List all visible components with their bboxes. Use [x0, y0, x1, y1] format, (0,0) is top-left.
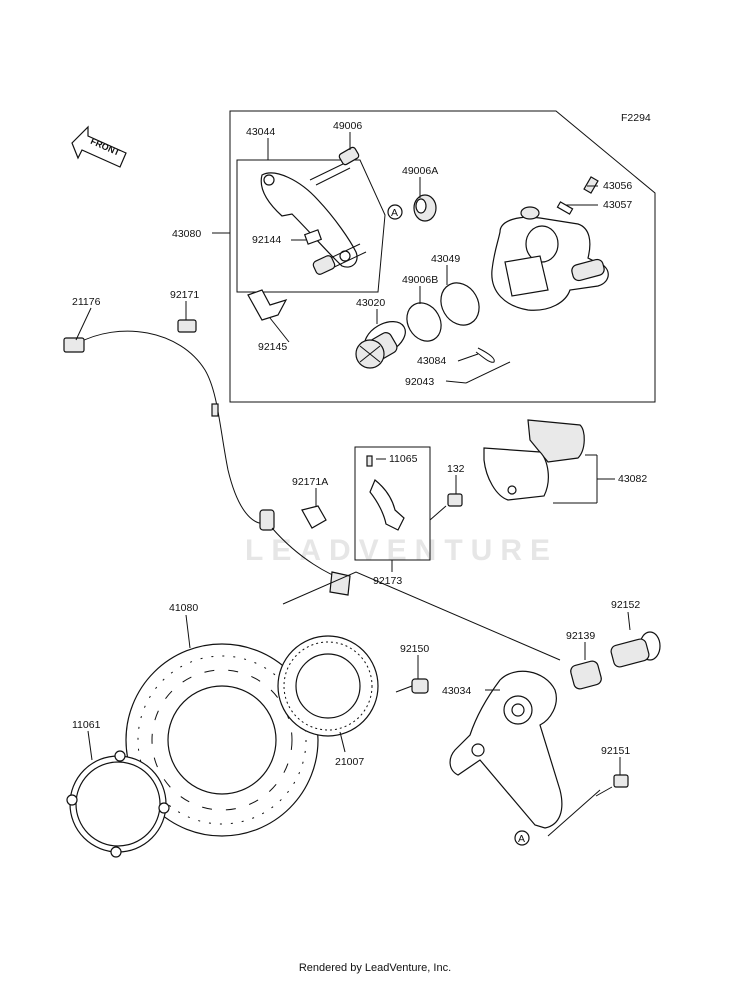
caliper-body	[491, 206, 609, 311]
bolt-132	[429, 493, 463, 521]
label-43080: 43080	[172, 228, 201, 240]
pin-49006	[309, 146, 360, 186]
label-21176: 21176	[72, 296, 101, 308]
caliper-bracket-43034	[449, 670, 563, 829]
label-49006B: 49006B	[402, 274, 438, 286]
gasket-11061	[66, 750, 170, 858]
label-92171A: 92171A	[292, 476, 328, 488]
bracket-sub-box	[236, 159, 386, 293]
label-49006: 49006	[333, 120, 362, 132]
seal-43049	[440, 282, 480, 326]
sensor-bracket-box	[354, 446, 431, 561]
boot-49006A	[413, 194, 437, 222]
label-92139: 92139	[566, 630, 595, 642]
clip-92144	[303, 229, 323, 245]
bleeder-43056	[583, 176, 599, 194]
spring-92145	[247, 289, 288, 321]
sensor-bracket-92173	[366, 455, 405, 531]
label-132: 132	[447, 463, 465, 475]
callout-a-top: A	[387, 204, 403, 220]
label-43020: 43020	[356, 297, 385, 309]
bushing-92139	[570, 660, 602, 690]
caliper-assembly-box	[229, 110, 656, 403]
label-43049: 43049	[431, 253, 460, 265]
label-41080: 41080	[169, 602, 198, 614]
clip-43084	[475, 347, 495, 363]
footer-credit: Rendered by LeadVenture, Inc.	[298, 962, 452, 974]
label-21007: 21007	[335, 756, 364, 768]
label-11061: 11061	[72, 719, 101, 731]
label-92043: 92043	[405, 376, 434, 388]
bolt-92150	[395, 678, 429, 694]
label-11065: 11065	[389, 453, 418, 465]
caliper-bracket-part	[260, 172, 358, 268]
cap-43057	[556, 201, 574, 215]
label-43084: 43084	[417, 355, 446, 367]
label-92171: 92171	[170, 289, 199, 301]
leader-lines	[75, 132, 631, 837]
brake-disc-41080	[125, 643, 319, 837]
label-43056: 43056	[603, 180, 632, 192]
piston-43020	[355, 321, 406, 369]
watermark: LEADVENTURE	[245, 534, 558, 567]
label-43057: 43057	[603, 199, 632, 211]
diagram-code: F2294	[621, 112, 651, 124]
clamp-92171	[177, 319, 197, 333]
label-92173: 92173	[373, 575, 402, 587]
label-92150: 92150	[400, 643, 429, 655]
label-92144: 92144	[252, 234, 281, 246]
pin-92043	[465, 361, 511, 384]
bolt-92151	[595, 774, 629, 797]
sensor-rotor-21007	[277, 635, 379, 737]
label-43034: 43034	[442, 685, 471, 697]
pin-lower	[312, 243, 367, 275]
svg-text:A: A	[518, 833, 525, 845]
svg-text:A: A	[391, 207, 398, 219]
label-43082: 43082	[618, 473, 647, 485]
label-92145: 92145	[258, 341, 287, 353]
seal-49006B	[406, 302, 442, 342]
collar-92152	[610, 631, 661, 668]
label-43044: 43044	[246, 126, 275, 138]
clamp-92171A	[301, 505, 327, 529]
front-arrow-icon: FRONT	[71, 125, 127, 168]
wheel-speed-sensor-21176	[63, 330, 351, 596]
label-92152: 92152	[611, 599, 640, 611]
callout-a-bottom: A	[514, 830, 530, 846]
label-92151: 92151	[601, 745, 630, 757]
label-49006A: 49006A	[402, 165, 438, 177]
brake-pads-43082	[483, 419, 615, 504]
